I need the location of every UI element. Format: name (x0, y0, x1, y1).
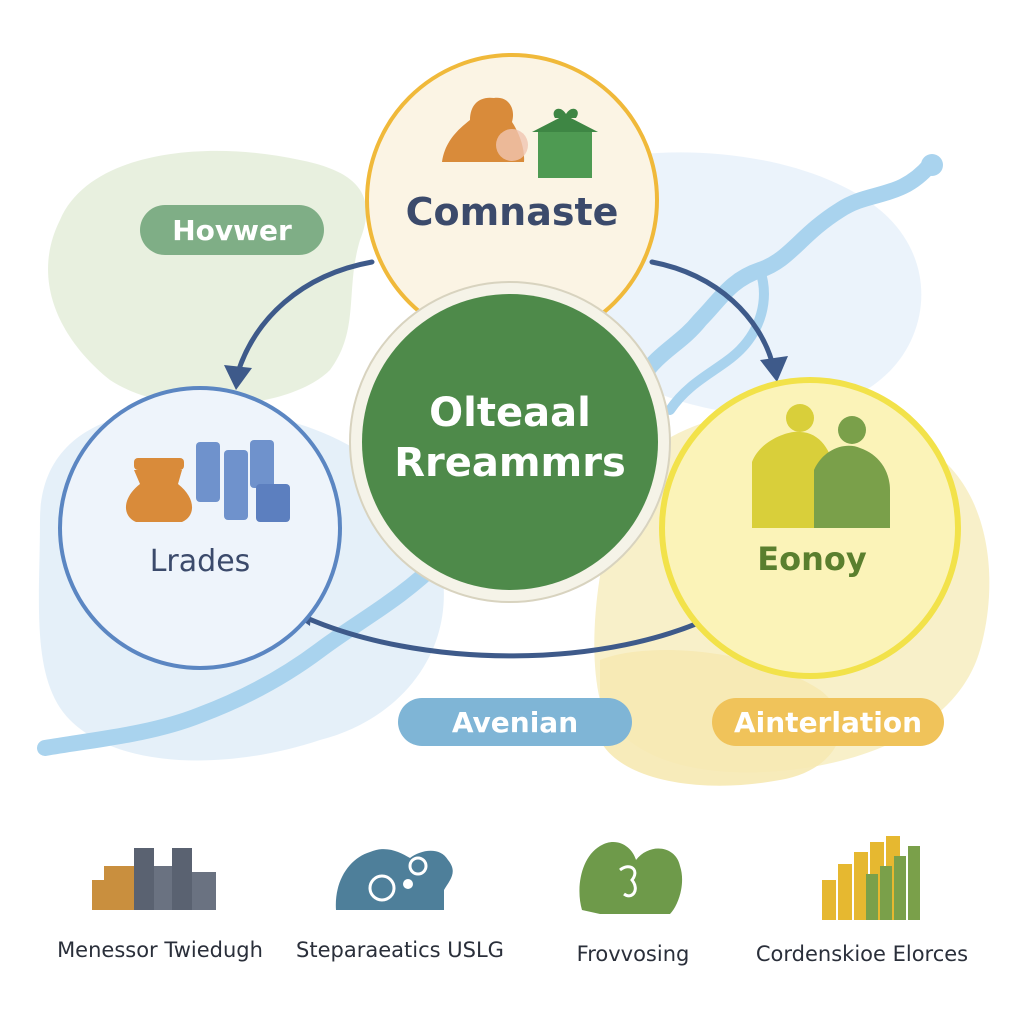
bar-growth-icon (822, 836, 920, 920)
arrow-top-to-left (235, 259, 375, 375)
legend-label-4: Cordenskioe Elorces (755, 942, 969, 966)
node-left-circle (58, 386, 342, 670)
person-yellow-icon (752, 404, 834, 528)
tree-icon (579, 841, 683, 914)
node-top-label: Comnaste (405, 190, 619, 234)
tag-hovwer-label: Hovwer (172, 213, 292, 247)
tag-avenian-label: Avenian (451, 705, 579, 739)
arrowhead-right (760, 356, 788, 382)
factory-icon (92, 848, 216, 910)
node-left-label: Lrades (149, 544, 251, 579)
node-center-circle (362, 294, 658, 590)
tag-ainterlation: Ainterlation (712, 698, 944, 746)
river-source-dot (921, 154, 943, 176)
legend-label-3: Frovvosing (576, 942, 690, 966)
tag-avenian: Avenian (398, 698, 632, 746)
arrow-top-to-right (649, 259, 775, 365)
people-group-icon (196, 440, 290, 522)
gift-house-icon (532, 108, 598, 178)
tag-ainterlation-label: Ainterlation (733, 705, 923, 739)
center-label-line2: Rreammrs (394, 440, 626, 486)
arrow-left-to-right (297, 609, 725, 659)
tag-hovwer: Hovwer (140, 205, 324, 255)
center-label-line1: Olteaal (429, 390, 591, 436)
cloud-gear-icon (335, 849, 453, 910)
node-right-label: Eonoy (757, 540, 867, 578)
arrowhead-left (224, 365, 252, 390)
legend-label-1: Menessor Twiedugh (57, 938, 263, 962)
people-hands-icon (442, 97, 528, 162)
person-green-icon (814, 416, 890, 528)
legend-label-2: Steparaeatics USLG (296, 938, 504, 962)
cooking-pot-icon (125, 458, 193, 522)
river-branch (665, 265, 769, 415)
